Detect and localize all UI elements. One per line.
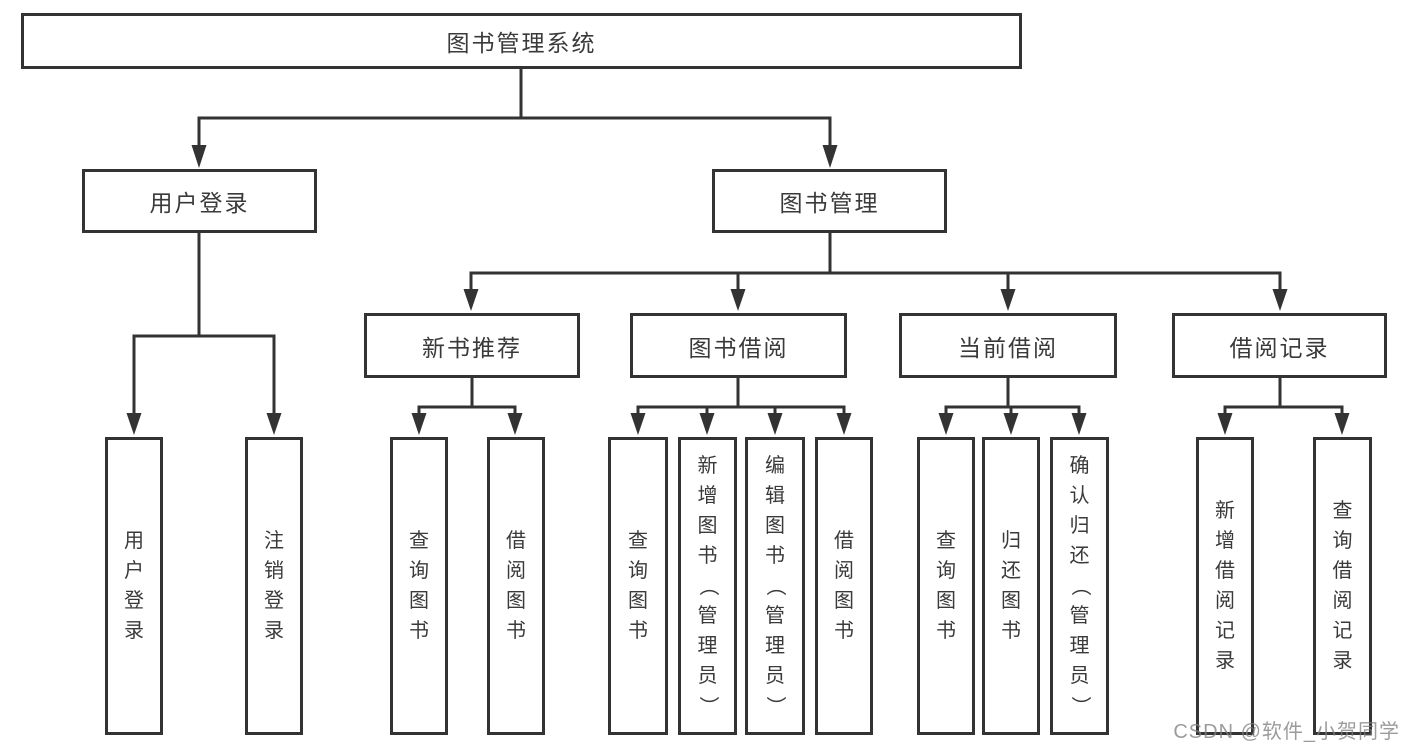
node-book-management-label: 图书管理	[779, 190, 880, 216]
node-borrow-records-label: 借阅记录	[1229, 334, 1330, 361]
node-borrow-records: 借阅记录	[1172, 313, 1387, 378]
node-user-login: 用户登录	[82, 169, 317, 233]
node-current-borrow: 当前借阅	[899, 313, 1117, 378]
node-book-management: 图书管理	[712, 169, 947, 233]
node-root-system: 图书管理系统	[21, 13, 1022, 69]
leaf-borrow-query-book: 查询图书	[608, 437, 668, 735]
leaf-borrow-book-label: 借阅图书	[834, 530, 854, 642]
csdn-watermark: CSDN @软件_小贺同学	[1173, 721, 1400, 743]
leaf-edit-book-admin: 编辑图书（管理员）	[745, 437, 805, 735]
leaf-add-borrow-record: 新增借阅记录	[1196, 437, 1254, 735]
leaf-add-book-admin-label: 新增图书（管理员）	[696, 455, 719, 716]
leaf-edit-book-admin-label: 编辑图书（管理员）	[764, 455, 786, 716]
leaf-return-book: 归还图书	[982, 437, 1040, 735]
leaf-add-book-admin: 新增图书（管理员）	[678, 437, 737, 735]
leaf-return-book-label: 归还图书	[1001, 530, 1021, 642]
leaf-current-query-book-label: 查询图书	[936, 530, 956, 642]
arrowheads	[126, 145, 1350, 435]
leaf-user-login: 用户登录	[105, 437, 163, 735]
node-new-book-recommend-label: 新书推荐	[422, 334, 522, 361]
node-new-book-recommend: 新书推荐	[364, 313, 580, 378]
leaf-newbook-borrow-book-label: 借阅图书	[506, 530, 526, 642]
leaf-confirm-return-admin-label: 确认归还（管理员）	[1068, 455, 1091, 716]
leaf-newbook-query-book: 查询图书	[390, 437, 448, 735]
node-root-system-label: 图书管理系统	[446, 30, 597, 56]
leaf-newbook-query-book-label: 查询图书	[409, 530, 429, 642]
leaf-user-login-label: 用户登录	[124, 530, 144, 642]
leaf-borrow-query-book-label: 查询图书	[628, 530, 648, 642]
leaf-add-borrow-record-label: 新增借阅记录	[1215, 500, 1235, 672]
leaf-logout: 注销登录	[245, 437, 303, 735]
leaf-confirm-return-admin: 确认归还（管理员）	[1050, 437, 1109, 735]
node-user-login-label: 用户登录	[149, 190, 250, 216]
leaf-borrow-book: 借阅图书	[815, 437, 873, 735]
leaf-current-query-book: 查询图书	[917, 437, 975, 735]
node-book-borrow-label: 图书借阅	[688, 334, 789, 361]
node-current-borrow-label: 当前借阅	[958, 334, 1058, 361]
node-book-borrow: 图书借阅	[630, 313, 847, 378]
leaf-logout-label: 注销登录	[264, 530, 284, 642]
leaf-query-borrow-record-label: 查询借阅记录	[1332, 500, 1353, 672]
leaf-query-borrow-record: 查询借阅记录	[1313, 437, 1372, 735]
leaf-newbook-borrow-book: 借阅图书	[487, 437, 545, 735]
